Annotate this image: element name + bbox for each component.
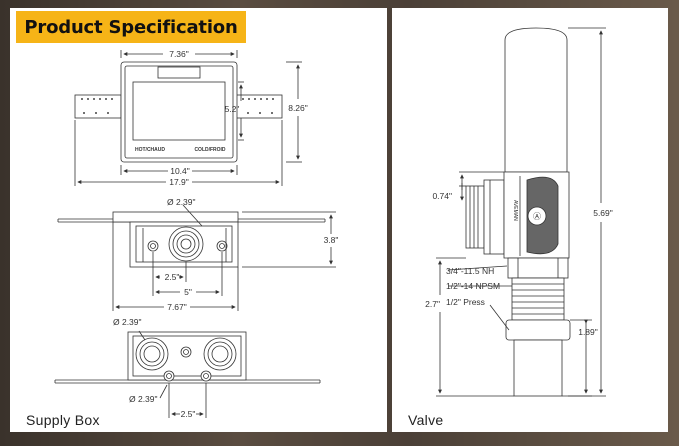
front-view <box>74 50 302 186</box>
title-badge: Product Specification <box>16 11 246 43</box>
side-view <box>57 204 336 311</box>
thread-nh: 3/4"-11.5 NH <box>446 266 494 276</box>
supply-box-caption: Supply Box <box>26 412 100 428</box>
dim-bottom-diameter-bottom: Ø 2.39" <box>129 394 158 404</box>
valve-caption: Valve <box>408 412 444 428</box>
dim-bottom-diameter-top: Ø 2.39" <box>113 317 142 327</box>
label-hot: HOT/CHAUD <box>135 147 165 153</box>
dim-height-total: 8.26" <box>288 103 308 113</box>
dim-height-inner: 5.2" <box>225 104 240 114</box>
dim-side-spacing: 5" <box>184 287 192 297</box>
dim-valve-press-height: 2.7" <box>425 299 440 309</box>
dim-width-flange: 10.4" <box>170 166 190 176</box>
dim-valve-height: 5.69" <box>593 208 613 218</box>
valve-brand-text: AVEMAN <box>512 200 518 221</box>
thread-npsm: 1/2"-14 NPSM <box>446 281 500 291</box>
dim-side-width: 7.67" <box>167 302 187 312</box>
svg-text:Ⓐ: Ⓐ <box>533 212 541 221</box>
bottom-view <box>54 330 321 418</box>
dim-valve-top: 0.74" <box>432 191 452 201</box>
dim-side-depth: 3.8" <box>324 235 339 245</box>
label-cold: COLD/FROID <box>194 147 225 153</box>
page-title: Product Specification <box>24 16 238 38</box>
dim-width-total: 17.9" <box>169 177 189 187</box>
valve-drawing: Ⓐ <box>436 27 606 397</box>
dim-bottom-spacing: 2.5" <box>181 409 196 419</box>
dim-valve-lower: 1.89" <box>578 327 598 337</box>
dim-side-diameter: Ø 2.39" <box>167 197 196 207</box>
dim-side-spacing-half: 2.5" <box>165 272 180 282</box>
dim-width-outer: 7.36" <box>169 49 189 59</box>
press-label: 1/2" Press <box>446 297 485 307</box>
